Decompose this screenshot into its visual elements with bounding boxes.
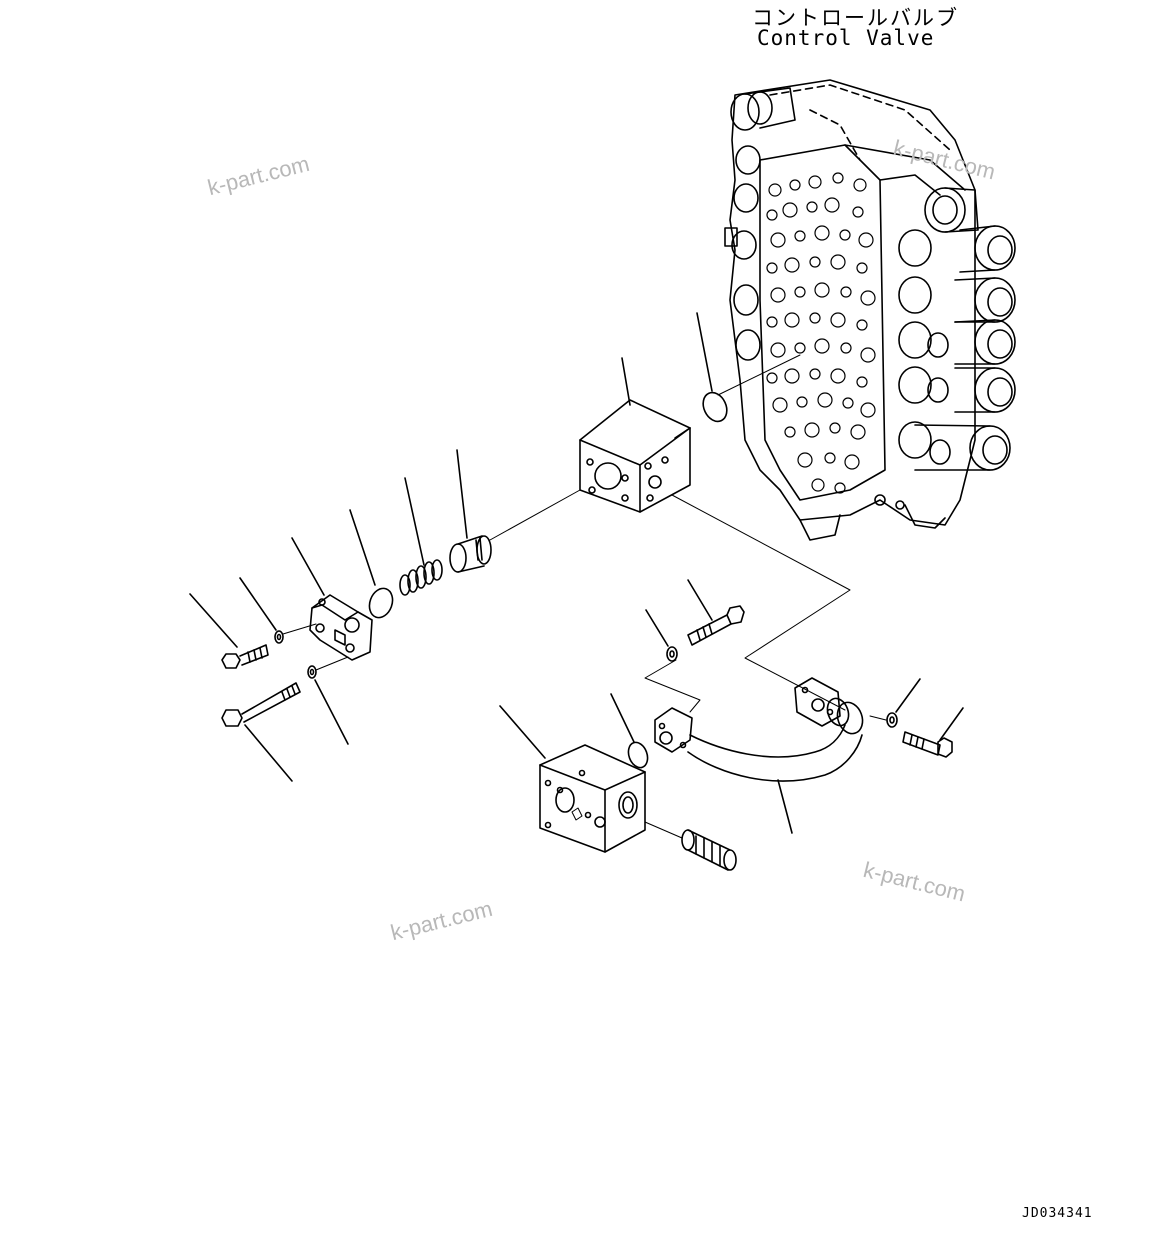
leader-line: [315, 680, 348, 744]
bolt-right: [903, 732, 952, 757]
leader-line: [405, 478, 424, 565]
leader-line: [457, 450, 467, 538]
cover-plate: [310, 595, 372, 660]
bolt-short: [222, 645, 268, 668]
o-ring-left: [366, 585, 397, 621]
leader-line: [622, 358, 630, 405]
leader-line: [940, 708, 963, 740]
leader-line: [190, 594, 237, 647]
washer-center: [667, 647, 677, 661]
upper-valve-block: [580, 400, 690, 512]
diagram-code: JD034341: [1022, 1206, 1093, 1221]
leader-line: [292, 538, 324, 595]
washer-upper-left: [275, 631, 283, 643]
leader-line: [688, 580, 712, 620]
leader-line: [500, 706, 545, 758]
leader-line: [896, 679, 920, 712]
washer-right: [887, 713, 897, 727]
spring: [400, 560, 442, 595]
leader-line: [240, 578, 276, 630]
leader-line: [245, 725, 292, 781]
bolt-long: [222, 683, 300, 726]
lower-valve-block: [540, 745, 645, 852]
leader-line: [697, 313, 712, 391]
leader-line: [646, 610, 668, 646]
leader-line: [778, 780, 792, 833]
bolt-center: [688, 606, 744, 645]
pressure-sensor: [645, 822, 736, 870]
leader-line: [350, 510, 375, 585]
leader-line: [611, 694, 634, 742]
tube-assembly: [655, 678, 867, 781]
title-english: Control Valve: [757, 26, 935, 50]
o-ring-valve-side: [699, 389, 732, 425]
title-japanese: コントロールバルブ: [752, 6, 959, 30]
washer-lower-left: [308, 666, 316, 678]
o-ring-lower: [625, 740, 651, 771]
control-valve-body: [725, 80, 1015, 540]
sleeve: [450, 536, 491, 572]
